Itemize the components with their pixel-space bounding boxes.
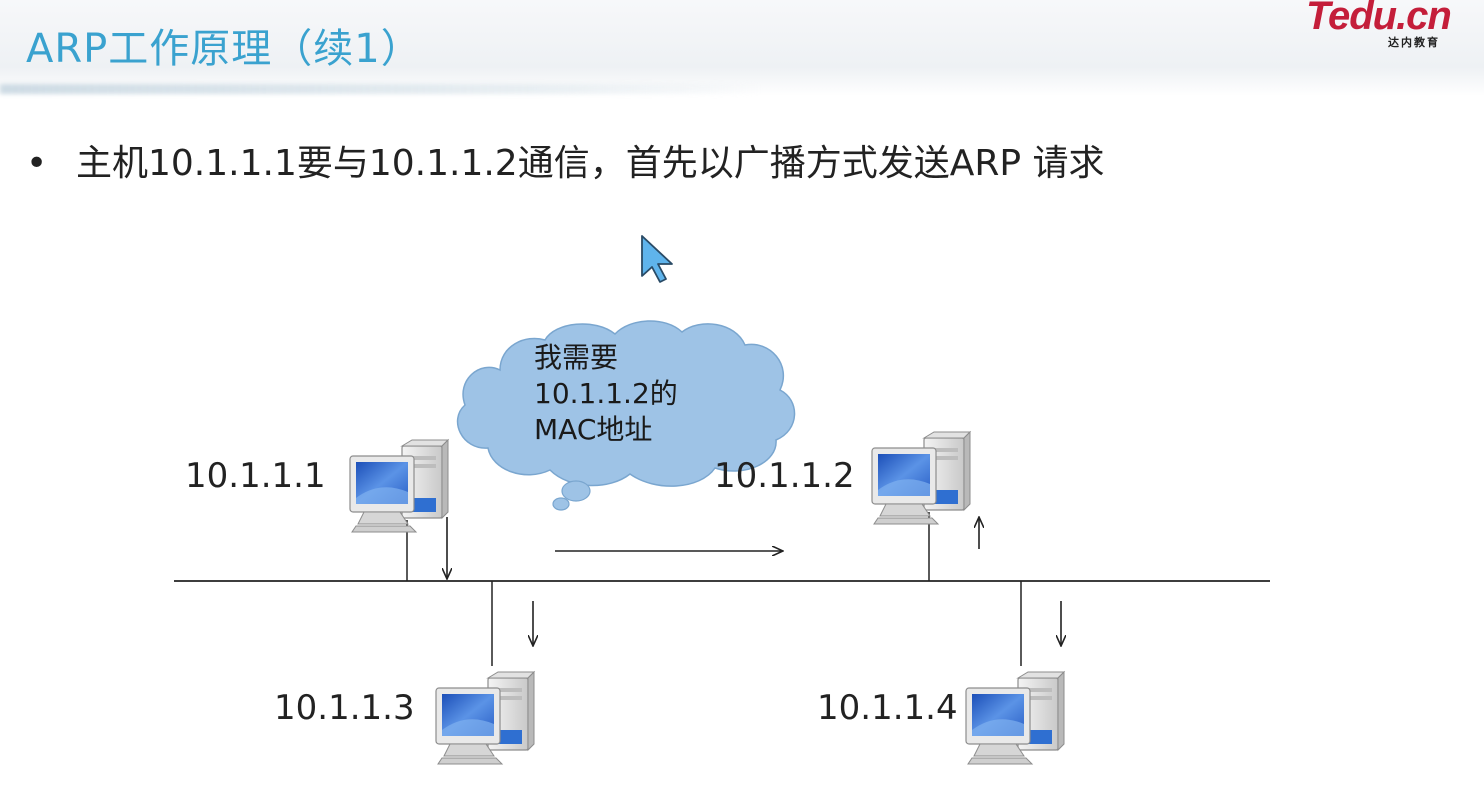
cloud-line-1: 我需要 bbox=[534, 340, 678, 376]
mouse-cursor-icon bbox=[642, 236, 672, 282]
cloud-text: 我需要 10.1.1.2的 MAC地址 bbox=[534, 340, 678, 448]
cloud-line-2: 10.1.1.2的 bbox=[534, 376, 678, 412]
computer-icon-host2 bbox=[872, 432, 970, 524]
host1-ip-label: 10.1.1.1 bbox=[185, 456, 326, 496]
host3-ip-label: 10.1.1.3 bbox=[274, 688, 415, 728]
host4-ip-label: 10.1.1.4 bbox=[817, 688, 958, 728]
computer-icon-host3 bbox=[436, 672, 534, 764]
cloud-line-3: MAC地址 bbox=[534, 412, 678, 448]
host2-ip-label: 10.1.1.2 bbox=[714, 456, 855, 496]
computer-icon-host1 bbox=[350, 440, 448, 532]
computer-icon-host4 bbox=[966, 672, 1064, 764]
